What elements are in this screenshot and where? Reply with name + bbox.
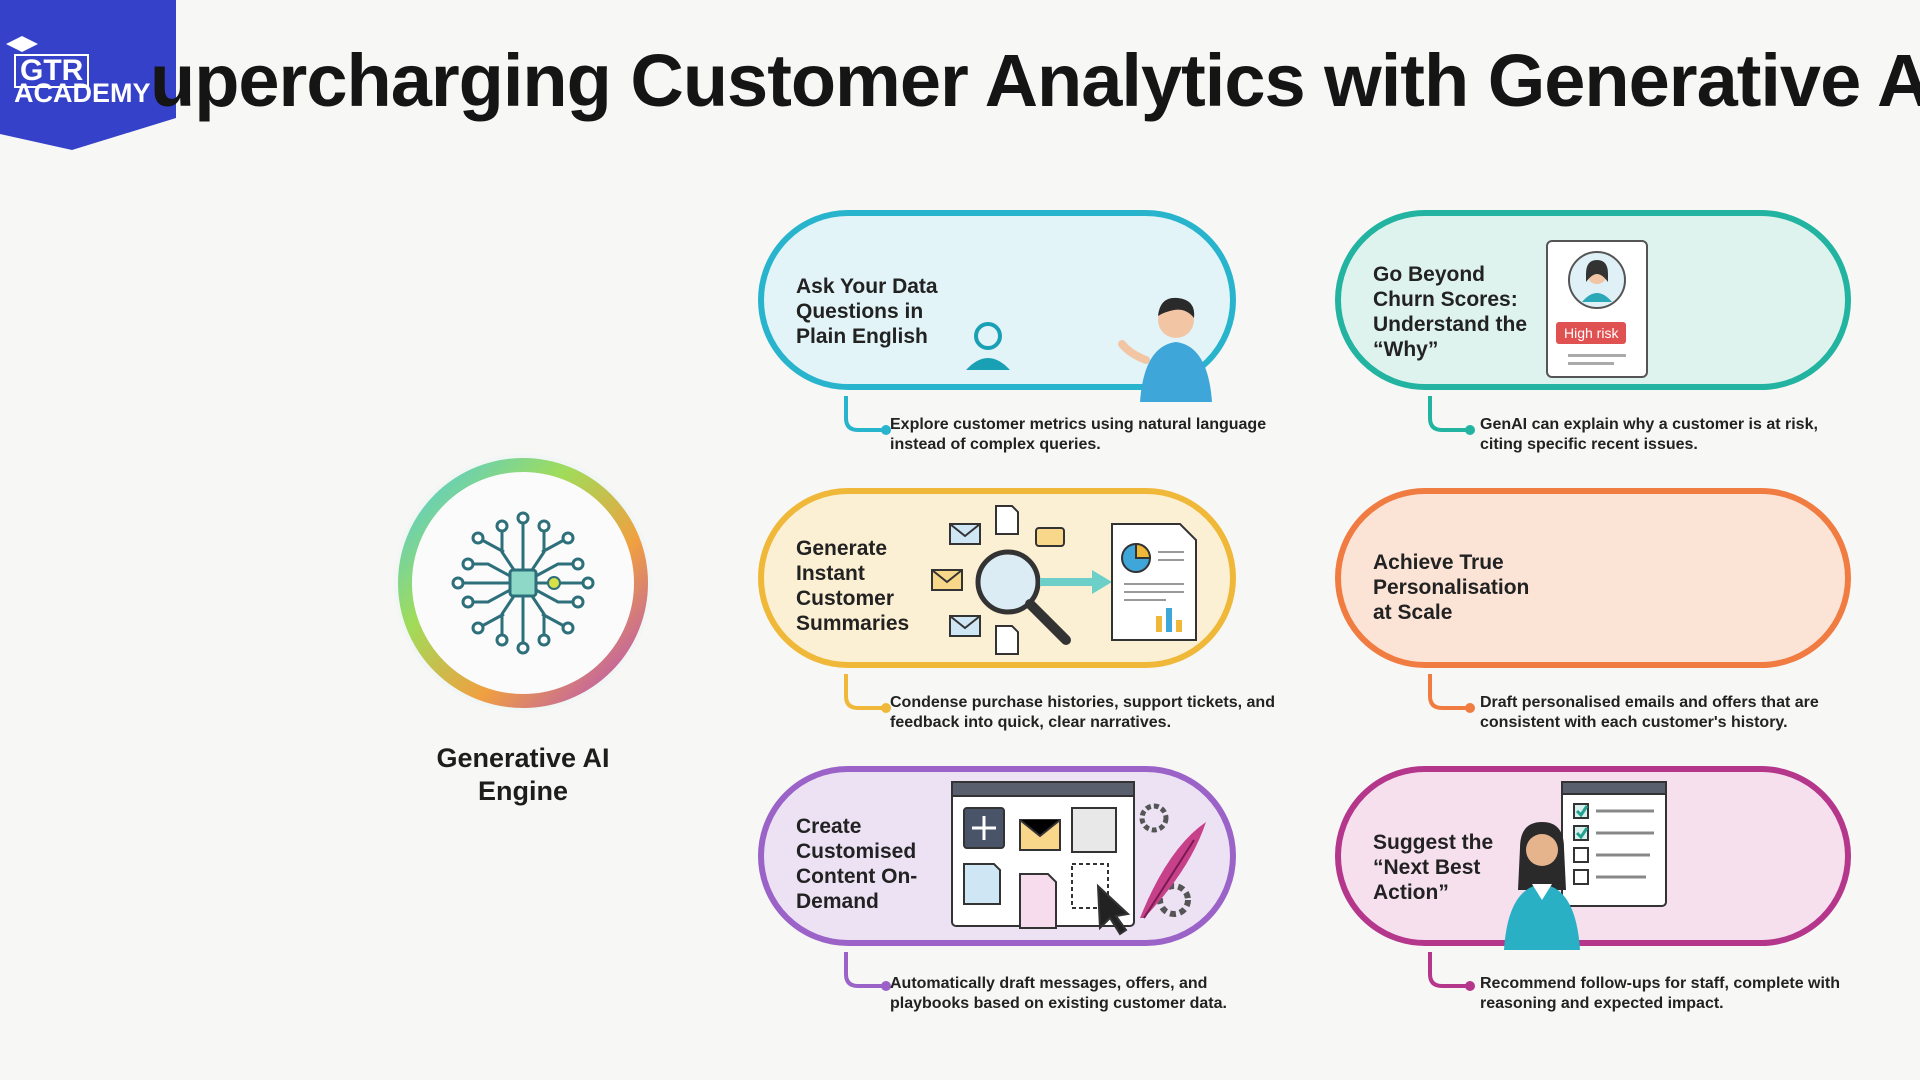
page-title: upercharging Customer Analytics with Gen… [150,39,1920,122]
card-description: Draft personalised emails and offers tha… [1480,694,1819,731]
connector-line [1428,952,1475,991]
card-personalisation: Achieve True Personalisation at Scale [1335,488,1851,668]
person-talking-icon [966,297,1212,402]
ai-engine-label: Generative AI Engine [436,743,610,806]
logo-academy-text: ACADEMY [14,78,151,108]
connector-line [1428,396,1475,435]
staff-checklist-illustration [1504,781,1667,950]
card-description: Recommend follow-ups for staff, complete… [1480,975,1841,1012]
card-title: Create Customised Content On-Demand [796,815,918,913]
card-title: Go Beyond Churn Scores: Understand the “… [1373,263,1528,361]
card-title: Suggest the “Next Best Action” [1373,831,1494,904]
customer-avatar-icon [1568,251,1626,309]
ai-engine-icon [392,452,654,714]
connector-line [844,396,891,435]
gtr-academy-logo: GTR ACADEMY [0,0,176,150]
card-title: Ask Your Data Questions in Plain English [796,275,938,348]
card-title: Generate Instant Customer Summaries [796,537,910,635]
connector-line [844,952,891,991]
content-creation-illustration [951,781,1206,936]
summary-illustration [931,505,1197,655]
card-description: GenAI can explain why a customer is at r… [1480,416,1818,453]
connector-line [844,674,891,713]
card-description: Condense purchase histories, support tic… [890,694,1275,731]
card-title: Achieve True Personalisation at Scale [1373,551,1530,624]
card-description: Explore customer metrics using natural l… [890,416,1267,453]
card-description: Automatically draft messages, offers, an… [890,975,1227,1012]
connector-line [1428,674,1475,713]
customer-risk-card: High risk [1546,240,1648,378]
risk-badge: High risk [1556,322,1627,344]
logo-gtr-text: GTR [14,54,90,88]
